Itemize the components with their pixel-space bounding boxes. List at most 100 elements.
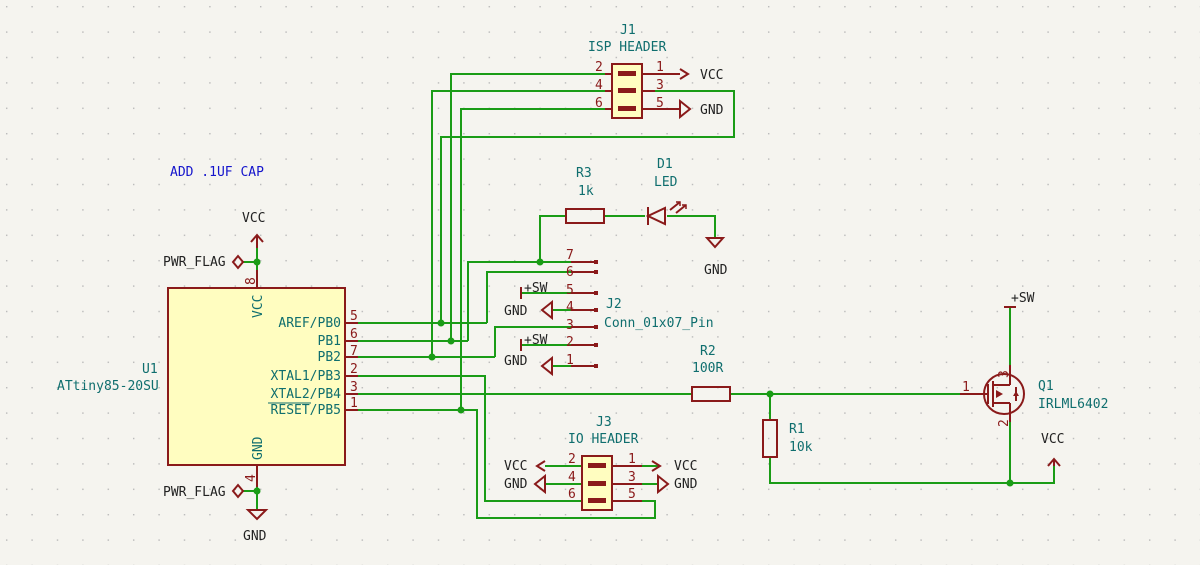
q1-pin-number: 3 <box>997 370 1012 378</box>
j3-value: IO HEADER <box>568 432 639 447</box>
u1-pin-name: RESET/PB5 <box>271 403 341 418</box>
u1-pin-number: 8 <box>244 277 259 285</box>
gnd-label: GND <box>704 263 728 278</box>
j1-value: ISP HEADER <box>588 40 666 55</box>
pwr-flag-label: PWR_FLAG <box>163 255 226 270</box>
j3-vcc-left-symbol[interactable]: VCC <box>504 459 546 474</box>
r3-value: 1k <box>578 184 594 199</box>
j2-pin-number: 6 <box>566 265 574 280</box>
j2-sw-label-2[interactable]: +SW <box>520 333 548 351</box>
u1-pin-number: 2 <box>350 362 358 377</box>
d1-value: LED <box>654 175 678 190</box>
r2-value: 100R <box>692 361 723 376</box>
j3-pin-number: 6 <box>568 487 576 502</box>
u1-gnd-symbol[interactable]: GND <box>243 509 269 544</box>
u1-pin-name: PB2 <box>318 350 341 365</box>
u1-pin-name: XTAL1/PB3 <box>271 369 341 384</box>
u1-pin-number: 5 <box>350 309 358 324</box>
vcc-label: VCC <box>242 211 265 226</box>
q1-sw-label[interactable]: +SW <box>1004 291 1035 308</box>
vcc-label: VCC <box>674 459 697 474</box>
r1-value: 10k <box>789 440 813 455</box>
u1-pin-number: 7 <box>350 344 358 359</box>
sw-label: +SW <box>524 281 548 296</box>
j1-pin-number: 5 <box>656 96 664 111</box>
d1-led[interactable]: D1 LED <box>645 157 687 226</box>
u1-pin-name: GND <box>251 436 266 460</box>
u1-vcc-symbol[interactable]: VCC <box>242 211 265 248</box>
j3-pin-number: 3 <box>628 470 636 485</box>
u1-pin-number: 6 <box>350 327 358 342</box>
r3-resistor[interactable]: R3 1k <box>565 166 605 224</box>
gnd-label: GND <box>700 103 724 118</box>
gnd-label: GND <box>674 477 698 492</box>
j3-pin-number: 5 <box>628 487 636 502</box>
j2-gnd-symbol-2[interactable]: GND <box>504 354 553 377</box>
wires <box>243 73 1055 519</box>
q1-pin-number: 1 <box>962 380 970 395</box>
u1-pwr-flag-bottom[interactable]: PWR_FLAG <box>163 483 245 500</box>
j2-pin-number: 3 <box>566 318 574 333</box>
schematic-note: ADD .1UF CAP <box>170 165 264 180</box>
q1-mosfet[interactable]: 1 2 3 Q1 IRLML6402 <box>960 365 1108 427</box>
gnd-label: GND <box>504 354 528 369</box>
j1-vcc-symbol[interactable]: VCC <box>679 68 723 83</box>
j3-pin-number: 4 <box>568 470 576 485</box>
j1-reference: J1 <box>620 23 636 38</box>
j3-pin-number: 2 <box>568 452 576 467</box>
u1-pin-number: 3 <box>350 380 358 395</box>
u1-pin-name: PB1 <box>318 334 341 349</box>
j3-reference: J3 <box>596 415 612 430</box>
j1-pin-number: 1 <box>656 60 664 75</box>
u1-pin-number: 4 <box>244 474 259 482</box>
j1-pin-number: 4 <box>595 78 603 93</box>
j3-pin-number: 1 <box>628 452 636 467</box>
sw-label: +SW <box>524 333 548 348</box>
r2-resistor[interactable]: R2 100R <box>691 344 731 402</box>
u1-pwr-flag-top[interactable]: PWR_FLAG <box>163 254 245 270</box>
j2-connector[interactable]: 7 6 5 4 3 2 1 J2 Conn_01x07_Pin <box>566 248 714 368</box>
j2-pin-number: 1 <box>566 353 574 368</box>
j2-gnd-symbol-1[interactable]: GND <box>504 299 553 321</box>
j2-sw-label-1[interactable]: +SW <box>520 281 548 299</box>
j1-pin-number: 6 <box>595 96 603 111</box>
j3-gnd-right-symbol[interactable]: GND <box>657 473 698 495</box>
sw-label: +SW <box>1011 291 1035 306</box>
q1-value: IRLML6402 <box>1038 397 1108 412</box>
q1-pin-number: 2 <box>997 419 1012 427</box>
j3-gnd-left-symbol[interactable]: GND <box>504 473 546 495</box>
r3-reference: R3 <box>576 166 592 181</box>
j2-pin-number: 5 <box>566 283 574 298</box>
junctions <box>253 258 1014 495</box>
vcc-label: VCC <box>700 68 723 83</box>
r2-reference: R2 <box>700 344 716 359</box>
j1-isp-header[interactable]: 2 4 6 1 3 5 J1 ISP HEADER <box>588 23 680 119</box>
vcc-label: VCC <box>1041 432 1064 447</box>
j1-pin-number: 2 <box>595 60 603 75</box>
r1-vcc-symbol[interactable]: VCC <box>1041 432 1064 467</box>
u1-reference: U1 <box>142 362 158 377</box>
d1-reference: D1 <box>657 157 673 172</box>
j1-gnd-symbol[interactable]: GND <box>679 98 724 120</box>
gnd-label: GND <box>504 477 528 492</box>
u1-pin-name: VCC <box>251 295 266 318</box>
j2-pin-number: 7 <box>566 248 574 263</box>
j2-pin-number: 4 <box>566 300 574 315</box>
gnd-label: GND <box>504 304 528 319</box>
r1-reference: R1 <box>789 422 805 437</box>
q1-reference: Q1 <box>1038 379 1054 394</box>
j3-vcc-right-symbol[interactable]: VCC <box>651 459 697 474</box>
pwr-flag-label: PWR_FLAG <box>163 485 226 500</box>
u1-value: ATtiny85-20SU <box>57 379 159 394</box>
r1-resistor[interactable]: R1 10k <box>762 419 813 458</box>
gnd-label: GND <box>243 529 267 544</box>
u1-pin-name: AREF/PB0 <box>278 316 341 331</box>
vcc-label: VCC <box>504 459 527 474</box>
d1-gnd-symbol[interactable]: GND <box>704 237 728 278</box>
u1-pin-name: XTAL2/PB4 <box>271 387 342 402</box>
u1-microcontroller[interactable]: 5 6 7 2 3 1 8 4 AREF/PB0 PB1 PB2 XTAL1/P… <box>57 270 358 487</box>
j2-reference: J2 <box>606 297 622 312</box>
j3-io-header[interactable]: 2 4 6 1 3 5 J3 IO HEADER <box>568 415 642 511</box>
j2-value: Conn_01x07_Pin <box>604 316 714 331</box>
